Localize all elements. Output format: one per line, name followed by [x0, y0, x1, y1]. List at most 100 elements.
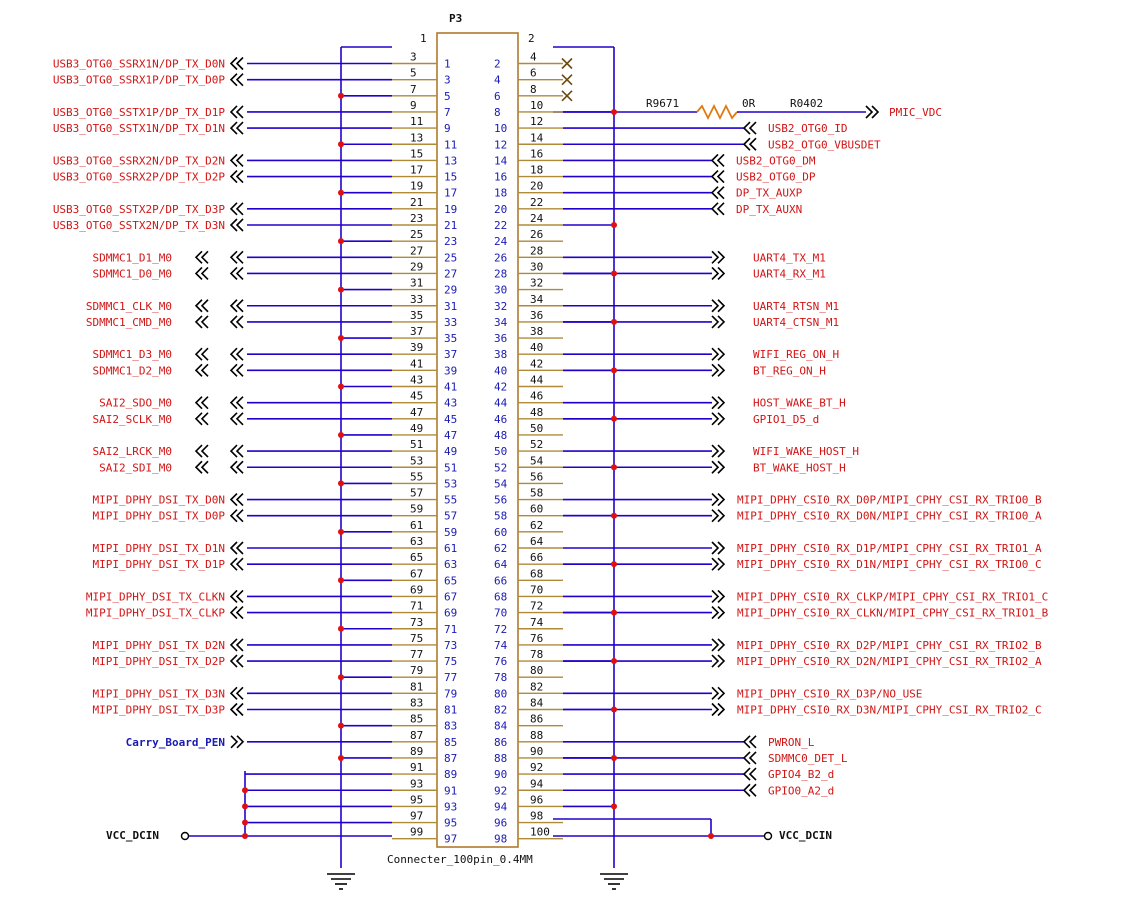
pin-number: 95 [410, 793, 423, 806]
net-label-left: MIPI_DPHY_DSI_TX_D3N [93, 687, 225, 700]
pin-number: 7 [410, 83, 417, 96]
pin-number: 11 [444, 138, 457, 151]
pin-number: 17 [444, 187, 457, 200]
pin-number: 83 [410, 697, 423, 710]
net-label-right: MIPI_DPHY_CSI0_RX_D2N/MIPI_CPHY_CSI_RX_T… [737, 655, 1042, 668]
net-label-left: SAI2_SDI_M0 [99, 461, 172, 474]
pin-number: 3 [410, 51, 417, 64]
port-arrow-icon [229, 299, 244, 313]
pin-number: 27 [410, 244, 423, 257]
resistor-package: R0402 [790, 97, 823, 110]
pin-number: 48 [530, 406, 543, 419]
connector-part-name: Connecter_100pin_0.4MM [387, 853, 533, 866]
pin-number: 17 [410, 164, 423, 177]
pin-number: 36 [530, 309, 543, 322]
pin-number: 79 [410, 664, 423, 677]
junction-dot [338, 528, 344, 535]
pin-number: 31 [444, 300, 457, 313]
junction-dot [338, 722, 344, 729]
net-label-right: MIPI_DPHY_CSI0_RX_D0P/MIPI_CPHY_CSI_RX_T… [737, 494, 1042, 507]
pin-number: 90 [530, 745, 543, 758]
pin-number: 23 [444, 235, 457, 248]
pin-number: 56 [494, 494, 507, 507]
net-label-right: MIPI_DPHY_CSI0_RX_D3P/NO_USE [737, 687, 922, 700]
pin-number: 42 [494, 381, 507, 394]
pin-number: 29 [410, 260, 423, 273]
pin-number: 87 [410, 729, 423, 742]
net-label-right: UART4_TX_M1 [753, 251, 826, 264]
port-arrow-icon [711, 315, 726, 329]
pin-number: 55 [444, 494, 457, 507]
pin-number: 54 [530, 454, 544, 467]
port-arrow-icon [194, 315, 209, 329]
pin-number: 10 [494, 122, 507, 135]
net-label-right: USB2_OTG0_VBUSDET [768, 138, 881, 151]
port-arrow-icon [229, 492, 244, 507]
junction-dot [611, 367, 617, 374]
pin-number: 78 [530, 648, 543, 661]
pin-number: 28 [530, 244, 543, 257]
pin-number: 69 [410, 583, 423, 596]
pin-number: 18 [530, 164, 543, 177]
pin-number: 76 [494, 655, 507, 668]
port-arrow-icon [742, 735, 757, 749]
junction-dot [611, 609, 617, 616]
pin-number: 44 [494, 397, 508, 410]
pin-number: 30 [530, 260, 543, 273]
port-arrow-icon [194, 266, 209, 281]
pin-number: 47 [444, 429, 457, 442]
pin-number: 20 [494, 203, 507, 216]
pin-number: 59 [444, 526, 457, 539]
port-arrow-icon [711, 541, 726, 555]
port-arrow-icon [229, 266, 244, 281]
pin-number: 79 [444, 687, 457, 700]
pin-number: 2 [494, 58, 501, 71]
junction-dot [611, 754, 617, 761]
connector-pin-1-label: 1 [420, 32, 427, 45]
pin-number: 9 [410, 99, 417, 112]
junction-dot [338, 577, 344, 584]
connector-refdes: P3 [449, 12, 462, 25]
port-arrow-icon [229, 541, 244, 555]
junction-dot [338, 335, 344, 342]
net-pmic-vdc: PMIC_VDC [889, 106, 942, 119]
pin-number: 30 [494, 284, 507, 297]
port-arrow-icon [710, 153, 725, 167]
port-arrow-icon [711, 492, 726, 507]
port-arrow-icon [229, 218, 244, 232]
net-label-left: MIPI_DPHY_DSI_TX_D2P [93, 655, 226, 668]
pin-number: 24 [530, 212, 544, 225]
port-arrow-icon [742, 121, 757, 135]
pin-number: 78 [494, 671, 507, 684]
net-label-right: WIFI_REG_ON_H [753, 348, 839, 361]
port-arrow-icon [711, 396, 726, 410]
net-label-left: MIPI_DPHY_DSI_TX_D1P [93, 558, 226, 571]
pin-number: 22 [494, 219, 507, 232]
pin-number: 70 [494, 607, 507, 620]
net-label-right: MIPI_DPHY_CSI0_RX_D1P/MIPI_CPHY_CSI_RX_T… [737, 542, 1042, 555]
pin-number: 94 [530, 777, 544, 790]
pin-number: 32 [494, 300, 507, 313]
signal-wires [194, 56, 757, 824]
pin-number: 27 [444, 267, 457, 280]
port-arrow-icon [710, 169, 725, 184]
port-arrow-icon [711, 654, 726, 668]
port-arrow-icon [711, 638, 726, 652]
vcc-dcin-left-label: VCC_DCIN [106, 829, 159, 842]
pin-number: 6 [494, 90, 501, 103]
junction-dots [242, 92, 714, 839]
vcc-dcin-right-label: VCC_DCIN [779, 829, 832, 842]
net-label-right: WIFI_WAKE_HOST_H [753, 445, 859, 458]
pin-number: 82 [530, 680, 543, 693]
pin-number: 88 [494, 752, 507, 765]
junction-dot [338, 286, 344, 293]
pin-number: 92 [530, 761, 543, 774]
pin-number: 42 [530, 357, 543, 370]
pin-number: 51 [444, 461, 457, 474]
port-arrow-icon [229, 121, 244, 135]
pin-number: 25 [410, 228, 423, 241]
pin-number: 45 [410, 390, 423, 403]
port-arrow-icon [711, 444, 726, 458]
pin-number: 6 [530, 67, 537, 80]
net-label-left: SDMMC1_D3_M0 [93, 348, 172, 361]
